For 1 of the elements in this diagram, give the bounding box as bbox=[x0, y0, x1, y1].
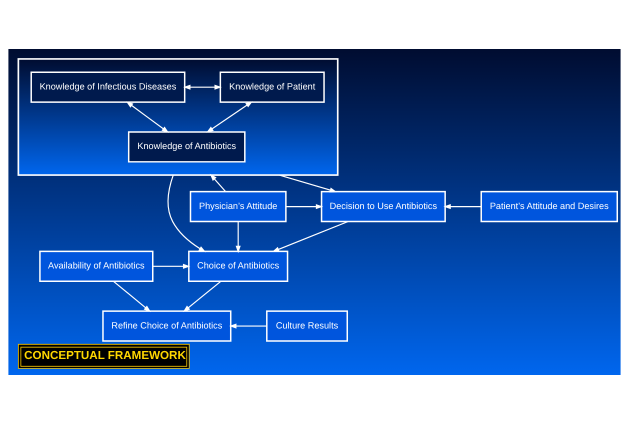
diagram-title: CONCEPTUAL FRAMEWORK bbox=[24, 348, 186, 362]
